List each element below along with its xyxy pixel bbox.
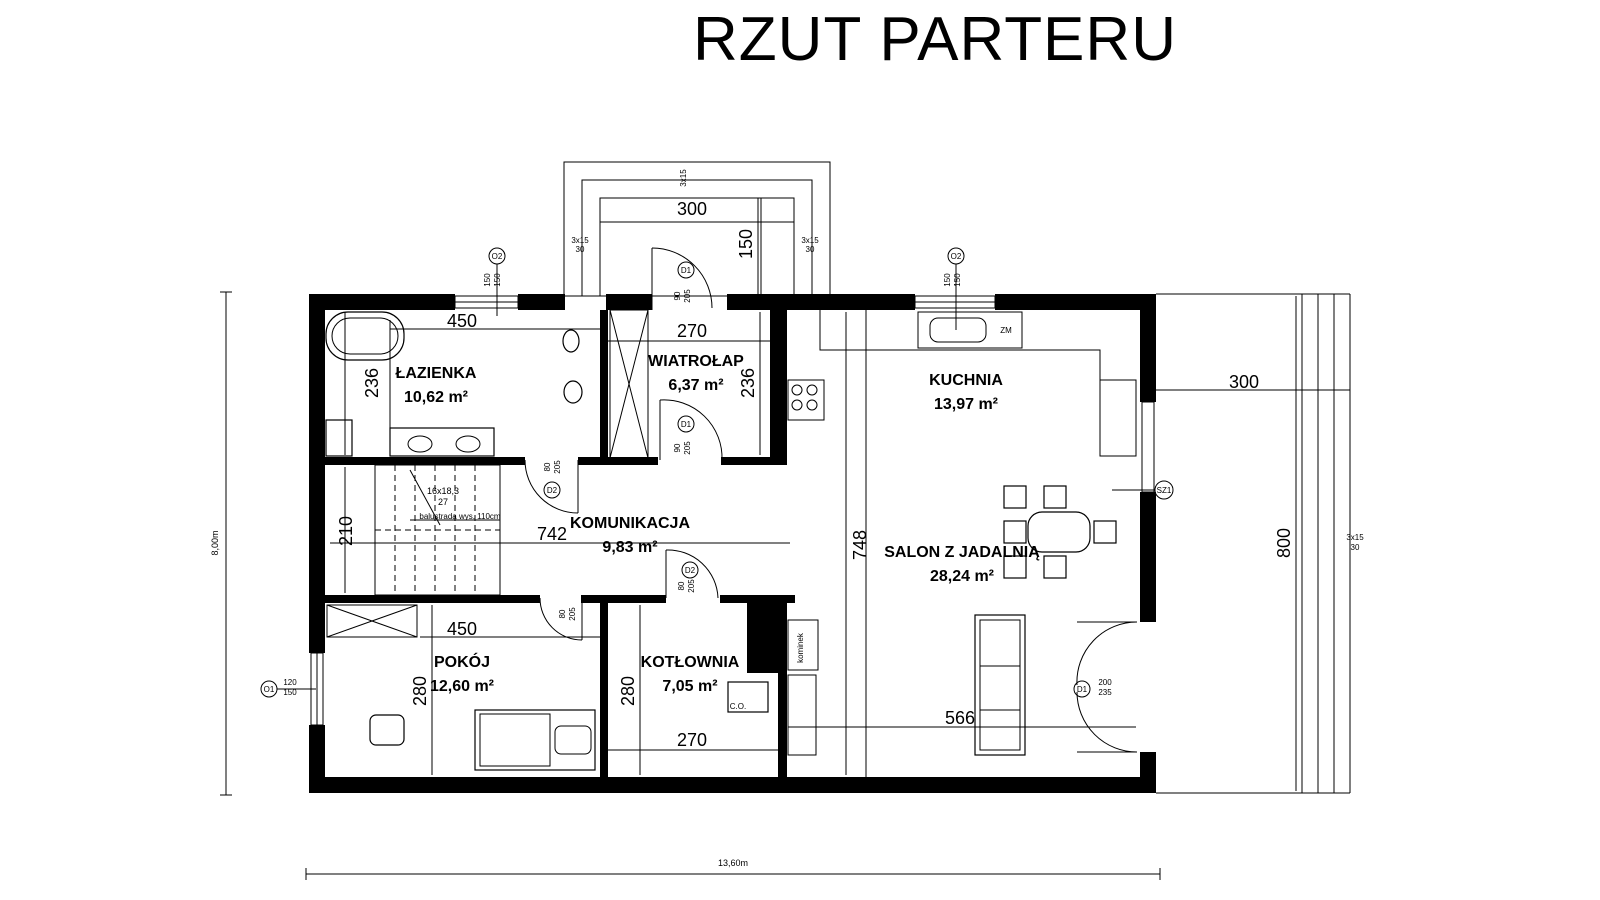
dim-total-depth: 8,00m	[210, 530, 220, 555]
dim-living-width: 566	[945, 708, 975, 728]
stairs-balustrade: balustrada wys. 110cm	[419, 512, 501, 521]
tag-o2-bath: O2	[492, 252, 503, 261]
d1-inner-w: 90	[673, 443, 682, 452]
room-area-kitchen: 13,97 m²	[934, 396, 998, 413]
room-wardrobe	[326, 604, 596, 771]
tag-co: C.O.	[730, 702, 746, 711]
dim-bath-width: 450	[447, 311, 477, 331]
room-area-bathroom: 10,62 m²	[404, 389, 468, 406]
o2-kitchen-size-1: 150	[943, 273, 952, 287]
dim-boiler-depth: 280	[618, 676, 638, 706]
dim-bath-depth: 236	[362, 368, 382, 398]
inner-walls	[325, 310, 867, 777]
d2-boiler-h: 205	[687, 579, 696, 593]
vestibule-wardrobe	[609, 309, 649, 459]
outer-walls	[309, 294, 1156, 793]
room-name-boiler: KOTŁOWNIA	[641, 654, 740, 671]
dimension-lines	[220, 198, 1350, 880]
dim-terrace-depth: 800	[1274, 528, 1294, 558]
tag-water-meter: ZM	[1000, 326, 1012, 335]
room-area-boiler: 7,05 m²	[662, 678, 717, 695]
doors	[524, 247, 1138, 753]
tag-o2-kitchen: O2	[951, 252, 962, 261]
room-area-corridor: 9,83 m²	[602, 539, 657, 556]
steps-note-right-sub: 30	[806, 245, 815, 254]
steps-note-left-sub: 30	[576, 245, 585, 254]
room-name-room: POKÓJ	[434, 652, 490, 671]
room-name-corridor: KOMUNIKACJA	[570, 515, 690, 532]
d2-boiler-w: 80	[677, 581, 686, 590]
markers	[260, 247, 1174, 698]
dim-corridor-length: 742	[537, 524, 567, 544]
sofa	[974, 614, 1026, 756]
tag-d2-boiler: D2	[685, 566, 696, 575]
d1-entry-w: 90	[673, 291, 682, 300]
room-name-bathroom: ŁAZIENKA	[396, 365, 477, 382]
room-name-vestibule: WIATROŁAP	[648, 353, 744, 370]
dim-living-depth: 748	[850, 530, 870, 560]
steps-note-terrace: 3x15	[1346, 533, 1364, 542]
steps-note-top: 3x15	[679, 169, 688, 187]
room-area-room: 12,60 m²	[430, 678, 494, 695]
entrance-porch	[563, 161, 831, 297]
d1-main-w: 200	[1098, 678, 1112, 687]
page-title: RZUT PARTERU	[693, 5, 1177, 74]
tag-d1-main: D1	[1077, 685, 1088, 694]
room-area-vestibule: 6,37 m²	[668, 377, 723, 394]
tag-fireplace: kominek	[796, 632, 805, 663]
room-name-living: SALON Z JADALNIĄ	[884, 544, 1040, 561]
staircase	[374, 464, 501, 596]
room-name-kitchen: KUCHNIA	[929, 372, 1003, 389]
dim-porch-width: 300	[677, 199, 707, 219]
d1-entry-h: 205	[683, 289, 692, 303]
dim-boiler-width: 270	[677, 730, 707, 750]
d2-room-h: 205	[568, 607, 577, 621]
room-area-living: 28,24 m²	[930, 568, 994, 585]
d2-room-w: 80	[558, 609, 567, 618]
dim-vestibule-depth: 236	[738, 368, 758, 398]
o1-height: 150	[283, 688, 297, 697]
o2-bath-size-1: 150	[483, 273, 492, 287]
dim-terrace-width: 300	[1229, 372, 1259, 392]
dim-total-width: 13,60m	[718, 858, 748, 868]
terrace	[1156, 293, 1351, 794]
tag-d1-entry: D1	[681, 266, 692, 275]
o1-width: 120	[283, 678, 297, 687]
kitchen-counter	[787, 310, 1137, 457]
o2-kitchen-size-2: 150	[953, 273, 962, 287]
steps-note-terrace-sub: 30	[1351, 543, 1360, 552]
dim-corridor-width: 210	[336, 516, 356, 546]
boiler	[727, 619, 819, 756]
tag-d2-bath: D2	[547, 486, 558, 495]
dim-room-depth: 280	[410, 676, 430, 706]
dim-vestibule-width: 270	[677, 321, 707, 341]
steps-note-right: 3x15	[801, 236, 819, 245]
d1-inner-h: 205	[683, 441, 692, 455]
steps-note-left: 3x15	[571, 236, 589, 245]
dim-porch-depth: 150	[736, 229, 756, 259]
dining-table	[1003, 485, 1117, 579]
stairs-count: 16x18,3	[427, 486, 459, 496]
tag-smoke: SZ1	[1157, 486, 1172, 495]
tag-d1-inner: D1	[681, 420, 692, 429]
d2-bath-w: 80	[543, 462, 552, 471]
stairs-step: 27	[438, 497, 448, 507]
dim-room-width: 450	[447, 619, 477, 639]
d1-main-h: 235	[1098, 688, 1112, 697]
tag-o1-room: O1	[264, 685, 275, 694]
d2-bath-h: 205	[553, 460, 562, 474]
o2-bath-size-2: 150	[493, 273, 502, 287]
